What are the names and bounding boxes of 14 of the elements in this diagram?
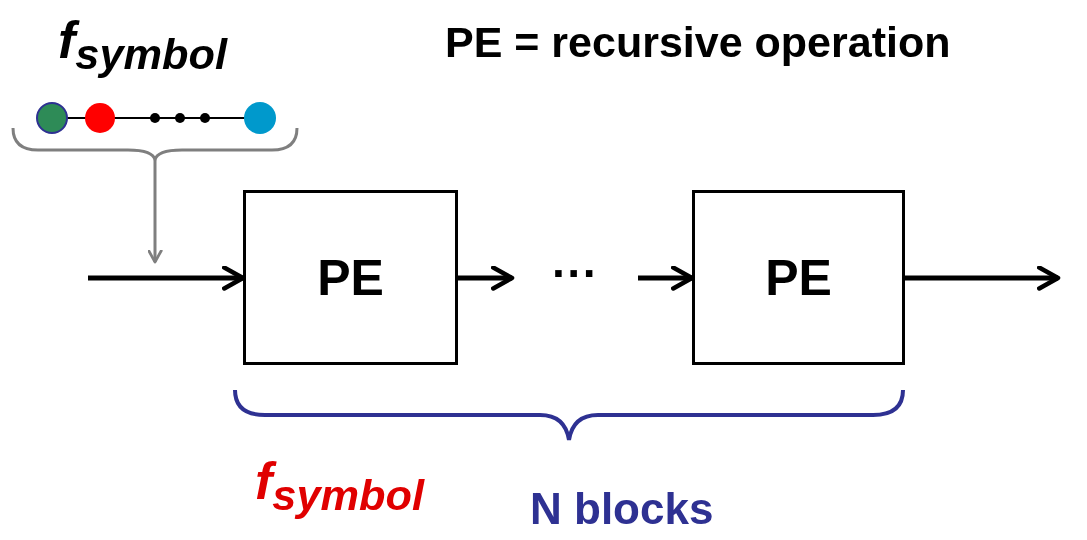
- process-box: [692, 190, 905, 365]
- count-label: N blocks: [530, 484, 714, 535]
- block-label: PE: [316, 249, 385, 307]
- ellipsis: ···: [551, 246, 599, 301]
- title: PE = recursive operation: [445, 18, 951, 67]
- process-box: [243, 190, 458, 365]
- arrow: [905, 265, 1061, 291]
- block-label: PE: [764, 249, 833, 307]
- arrow: [458, 265, 515, 291]
- arrow: [88, 265, 246, 291]
- arrow: [638, 265, 695, 291]
- symbol-label: f$_{symbol}$: [255, 452, 425, 522]
- arrow: [147, 160, 163, 264]
- symbol-label: f$_{symbol}$: [58, 10, 228, 81]
